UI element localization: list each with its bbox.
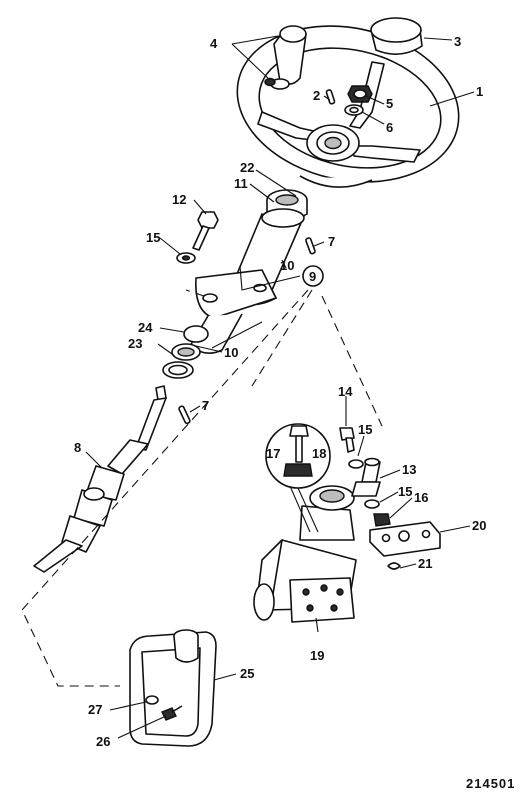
callout-14: 14 bbox=[338, 384, 353, 399]
callout-7-lower: 7 bbox=[202, 398, 209, 413]
callout-18: 18 bbox=[312, 446, 326, 461]
callout-17: 17 bbox=[266, 446, 280, 461]
callout-1: 1 bbox=[476, 84, 483, 99]
column-cover bbox=[129, 629, 217, 747]
bolt-and-washer-right bbox=[339, 427, 364, 469]
callout-labels: 4 3 1 2 5 6 22 11 12 15 7 10 9 24 23 10 … bbox=[74, 34, 486, 749]
wheel-hardware bbox=[325, 85, 373, 116]
callout-20: 20 bbox=[472, 518, 486, 533]
callout-23: 23 bbox=[128, 336, 142, 351]
intermediate-shaft bbox=[33, 385, 167, 573]
callout-27: 27 bbox=[88, 702, 102, 717]
mounting-bracket-hardware bbox=[364, 499, 441, 570]
callout-21: 21 bbox=[418, 556, 432, 571]
horn-cap bbox=[370, 17, 423, 55]
callout-6: 6 bbox=[386, 120, 393, 135]
roll-pin-upper bbox=[305, 237, 316, 255]
spinner-knob bbox=[264, 25, 307, 90]
callout-7-upper: 7 bbox=[328, 234, 335, 249]
callout-5: 5 bbox=[386, 96, 393, 111]
callout-4: 4 bbox=[210, 36, 218, 51]
callout-26: 26 bbox=[96, 734, 110, 749]
callout-2: 2 bbox=[313, 88, 320, 103]
callout-12: 12 bbox=[172, 192, 186, 207]
callout-15-lower: 15 bbox=[398, 484, 412, 499]
drawing-reference-number: 214501 bbox=[466, 776, 515, 791]
bearing-set bbox=[162, 325, 209, 379]
callout-24: 24 bbox=[138, 320, 153, 335]
callout-19: 19 bbox=[310, 648, 324, 663]
callout-10-lower: 10 bbox=[224, 345, 238, 360]
callout-15-right: 15 bbox=[358, 422, 372, 437]
callout-8: 8 bbox=[74, 440, 81, 455]
roll-pin-lower bbox=[178, 405, 191, 425]
callout-9-circle bbox=[302, 265, 324, 287]
callout-3: 3 bbox=[454, 34, 461, 49]
callout-11: 11 bbox=[234, 176, 248, 191]
leader-lines bbox=[85, 35, 475, 739]
bolt-and-washer-upper bbox=[176, 211, 219, 264]
callout-13: 13 bbox=[402, 462, 416, 477]
callout-25: 25 bbox=[240, 666, 254, 681]
callout-22: 22 bbox=[240, 160, 254, 175]
inset-bolt-detail bbox=[265, 423, 331, 533]
input-shaft bbox=[351, 457, 381, 497]
callout-15-upper: 15 bbox=[146, 230, 160, 245]
callout-16: 16 bbox=[414, 490, 428, 505]
assembly-lines bbox=[21, 289, 383, 687]
callout-9: 9 bbox=[309, 269, 316, 284]
callout-10-upper: 10 bbox=[280, 258, 294, 273]
steering-unit bbox=[253, 485, 357, 623]
